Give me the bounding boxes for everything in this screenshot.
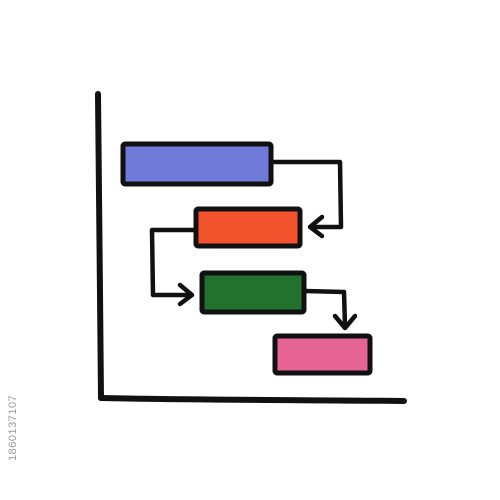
dependency-arrow-2 bbox=[149, 227, 198, 298]
task-bar-2 bbox=[193, 206, 303, 249]
arrowhead-1 bbox=[307, 214, 325, 239]
task-bar-3 bbox=[199, 270, 307, 315]
task-bar-1 bbox=[120, 141, 274, 187]
x-axis-line bbox=[98, 395, 407, 404]
arrowhead-3 bbox=[332, 313, 358, 331]
arrowhead-2 bbox=[177, 282, 195, 307]
dependency-arrow-3 bbox=[302, 288, 348, 329]
dependency-arrow-1 bbox=[269, 159, 344, 230]
y-axis-line bbox=[95, 91, 104, 401]
stock-id-label: 1860137107 bbox=[7, 394, 19, 461]
task-bar-4 bbox=[272, 333, 373, 376]
